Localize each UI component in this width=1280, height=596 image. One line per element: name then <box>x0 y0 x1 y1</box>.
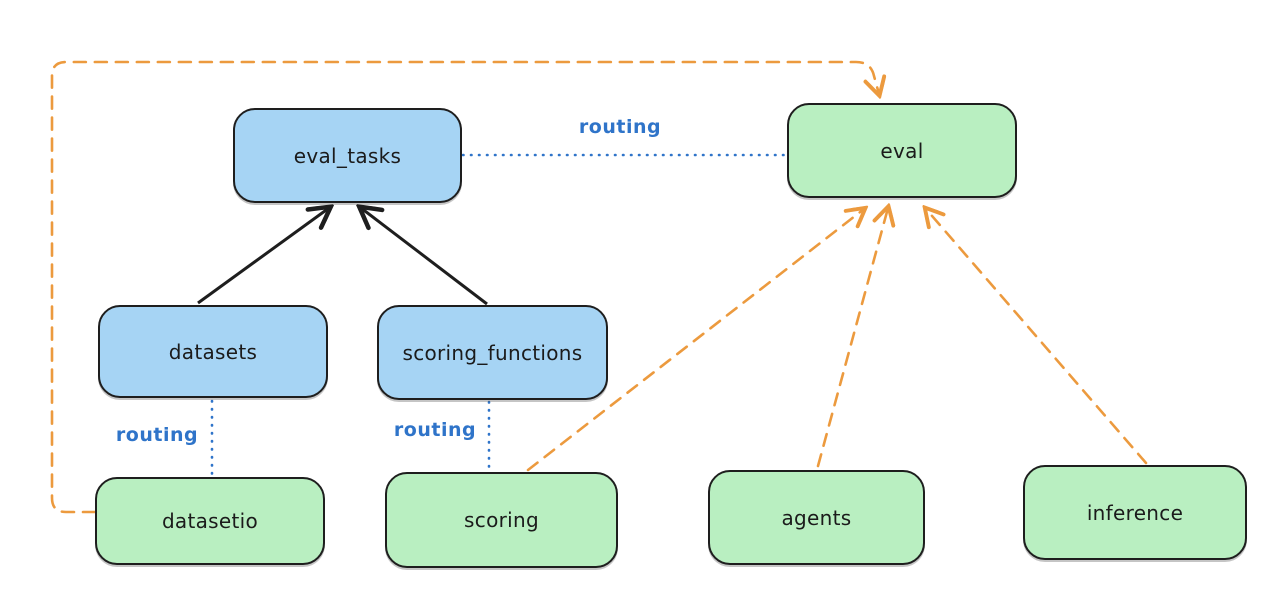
edge-label-routing-scoring-functions-scoring: routing <box>393 419 477 441</box>
node-label: scoring <box>464 508 539 532</box>
node-agents: agents <box>708 470 925 565</box>
node-scoring: scoring <box>385 472 618 568</box>
node-datasetio: datasetio <box>95 477 325 565</box>
edge-arrow-datasets-eval-tasks <box>197 208 329 305</box>
node-eval-tasks: eval_tasks <box>233 108 462 203</box>
edge-arrow-scoring-functions-eval-tasks <box>361 208 488 306</box>
edge-label-routing-datasets-datasetio: routing <box>115 424 199 446</box>
node-label: eval_tasks <box>293 143 402 168</box>
node-label: agents <box>781 505 852 530</box>
edge-dashed-inference-eval <box>926 209 1148 465</box>
edge-dashed-agents-eval <box>816 208 888 468</box>
node-label: eval <box>880 138 924 163</box>
node-label: scoring_functions <box>402 340 583 365</box>
node-label: inference <box>1086 500 1184 525</box>
node-datasets: datasets <box>98 305 328 398</box>
node-inference: inference <box>1023 465 1247 560</box>
node-scoring-functions: scoring_functions <box>377 305 608 400</box>
node-eval: eval <box>787 103 1017 198</box>
node-label: datasetio <box>161 509 259 533</box>
edge-label-routing-eval-tasks-eval: routing <box>578 116 662 138</box>
node-label: datasets <box>168 339 258 364</box>
